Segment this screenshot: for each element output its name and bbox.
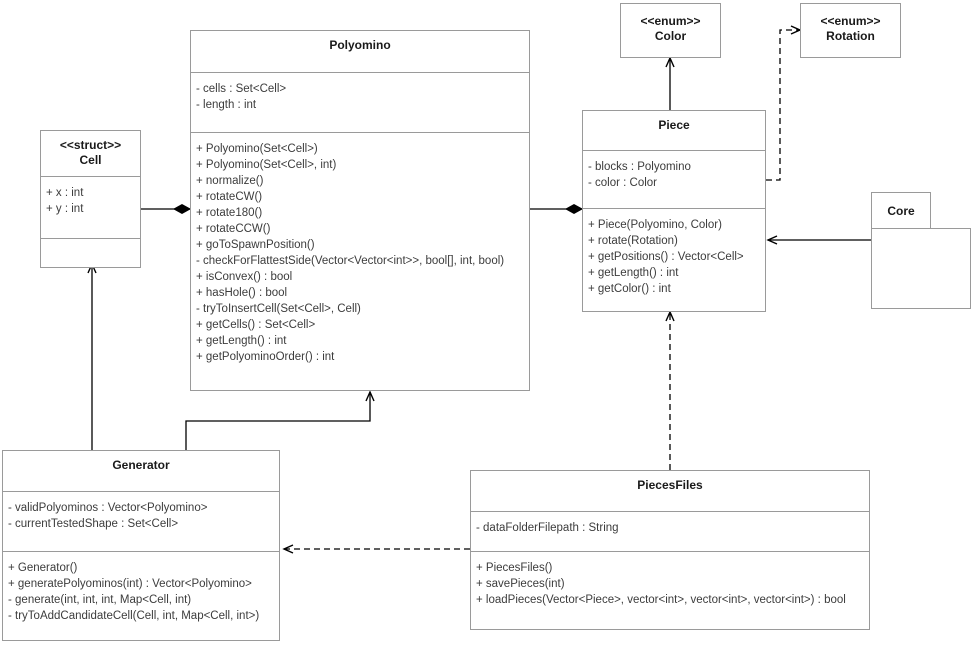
class-name-piece: Piece bbox=[658, 118, 690, 132]
class-attributes-generator: - validPolyominos : Vector<Polyomino> - … bbox=[3, 492, 279, 552]
class-stereotype-color: <<enum>> bbox=[640, 14, 701, 28]
class-box-color[interactable]: <<enum>> Color bbox=[620, 3, 721, 58]
class-attributes-polyomino: - cells : Set<Cell> - length : int bbox=[191, 73, 529, 133]
edge-generator-to-polyomino bbox=[185, 390, 375, 450]
class-title-rotation: <<enum>> Rotation bbox=[801, 4, 900, 52]
class-box-piecesfiles[interactable]: PiecesFiles - dataFolderFilepath : Strin… bbox=[470, 470, 870, 630]
operation-row: + Piece(Polyomino, Color) bbox=[588, 219, 722, 231]
operation-row: + getLength() : int bbox=[588, 267, 679, 279]
operation-row: + rotate(Rotation) bbox=[588, 235, 678, 247]
class-name-cell: Cell bbox=[79, 153, 102, 167]
attribute-row: - length : int bbox=[196, 99, 257, 111]
class-title-color: <<enum>> Color bbox=[621, 4, 720, 52]
class-box-piece[interactable]: Piece - blocks : Polyomino - color : Col… bbox=[582, 110, 766, 312]
operation-row: + rotateCCW() bbox=[196, 223, 271, 235]
class-box-cell[interactable]: <<struct>> Cell + x : int + y : int bbox=[40, 130, 141, 268]
package-name-core: Core bbox=[887, 203, 915, 218]
operation-row: + goToSpawnPosition() bbox=[196, 239, 315, 251]
operation-row: + getLength() : int bbox=[196, 335, 287, 347]
operation-row: - checkForFlattestSide(Vector<Vector<int… bbox=[196, 255, 505, 267]
attribute-row: - dataFolderFilepath : String bbox=[476, 522, 619, 534]
package-tab-core: Core bbox=[871, 192, 931, 229]
operation-row: + getColor() : int bbox=[588, 283, 671, 295]
operation-row: + getPolyominoOrder() : int bbox=[196, 351, 335, 363]
operation-row: + isConvex() : bool bbox=[196, 271, 293, 283]
operation-row: + rotateCW() bbox=[196, 191, 263, 203]
operation-row: + normalize() bbox=[196, 175, 264, 187]
class-name-color: Color bbox=[654, 29, 687, 43]
attribute-row: + y : int bbox=[46, 203, 84, 215]
class-title-piecesfiles: PiecesFiles bbox=[471, 471, 869, 512]
operation-row: + rotate180() bbox=[196, 207, 263, 219]
class-box-rotation[interactable]: <<enum>> Rotation bbox=[800, 3, 901, 58]
operation-row: + getCells() : Set<Cell> bbox=[196, 319, 316, 331]
package-box-core[interactable]: Core bbox=[871, 192, 971, 309]
operation-row: - generate(int, int, int, Map<Cell, int) bbox=[8, 594, 192, 606]
attribute-row: - blocks : Polyomino bbox=[588, 161, 691, 173]
attribute-row: - validPolyominos : Vector<Polyomino> bbox=[8, 502, 208, 514]
class-name-generator: Generator bbox=[112, 458, 170, 472]
operation-row: + Polyomino(Set<Cell>, int) bbox=[196, 159, 337, 171]
attribute-row: - color : Color bbox=[588, 177, 658, 189]
operation-row: + PiecesFiles() bbox=[476, 562, 553, 574]
operation-row: + savePieces(int) bbox=[476, 578, 565, 590]
operation-row: + loadPieces(Vector<Piece>, vector<int>,… bbox=[476, 594, 846, 606]
operation-row: + getPositions() : Vector<Cell> bbox=[588, 251, 744, 263]
class-box-generator[interactable]: Generator - validPolyominos : Vector<Pol… bbox=[2, 450, 280, 641]
class-stereotype-cell: <<struct>> bbox=[59, 138, 122, 152]
class-operations-cell bbox=[41, 239, 140, 257]
class-title-piece: Piece bbox=[583, 111, 765, 151]
operation-row: + generatePolyominos(int) : Vector<Polyo… bbox=[8, 578, 252, 590]
class-title-polyomino: Polyomino bbox=[191, 31, 529, 73]
operation-row: + Polyomino(Set<Cell>) bbox=[196, 143, 318, 155]
class-attributes-cell: + x : int + y : int bbox=[41, 177, 140, 239]
class-stereotype-rotation: <<enum>> bbox=[820, 14, 881, 28]
operation-row: + Generator() bbox=[8, 562, 78, 574]
class-box-polyomino[interactable]: Polyomino - cells : Set<Cell> - length :… bbox=[190, 30, 530, 391]
attribute-row: + x : int bbox=[46, 187, 84, 199]
class-name-polyomino: Polyomino bbox=[329, 38, 391, 52]
attribute-row: - cells : Set<Cell> bbox=[196, 83, 287, 95]
operation-row: - tryToAddCandidateCell(Cell, int, Map<C… bbox=[8, 610, 260, 622]
edge-piece-to-rotation bbox=[766, 25, 802, 181]
class-title-generator: Generator bbox=[3, 451, 279, 492]
class-operations-piecesfiles: + PiecesFiles() + savePieces(int) + load… bbox=[471, 552, 869, 613]
operation-row: + hasHole() : bool bbox=[196, 287, 288, 299]
class-name-piecesfiles: PiecesFiles bbox=[637, 478, 703, 492]
class-name-rotation: Rotation bbox=[826, 29, 875, 43]
class-operations-piece: + Piece(Polyomino, Color) + rotate(Rotat… bbox=[583, 209, 765, 302]
class-title-cell: <<struct>> Cell bbox=[41, 131, 140, 177]
class-attributes-piece: - blocks : Polyomino - color : Color bbox=[583, 151, 765, 209]
attribute-row: - currentTestedShape : Set<Cell> bbox=[8, 518, 179, 530]
operation-row: - tryToInsertCell(Set<Cell>, Cell) bbox=[196, 303, 361, 315]
class-attributes-piecesfiles: - dataFolderFilepath : String bbox=[471, 512, 869, 552]
class-operations-generator: + Generator() + generatePolyominos(int) … bbox=[3, 552, 279, 629]
package-body-core bbox=[871, 228, 971, 309]
class-operations-polyomino: + Polyomino(Set<Cell>) + Polyomino(Set<C… bbox=[191, 133, 529, 370]
